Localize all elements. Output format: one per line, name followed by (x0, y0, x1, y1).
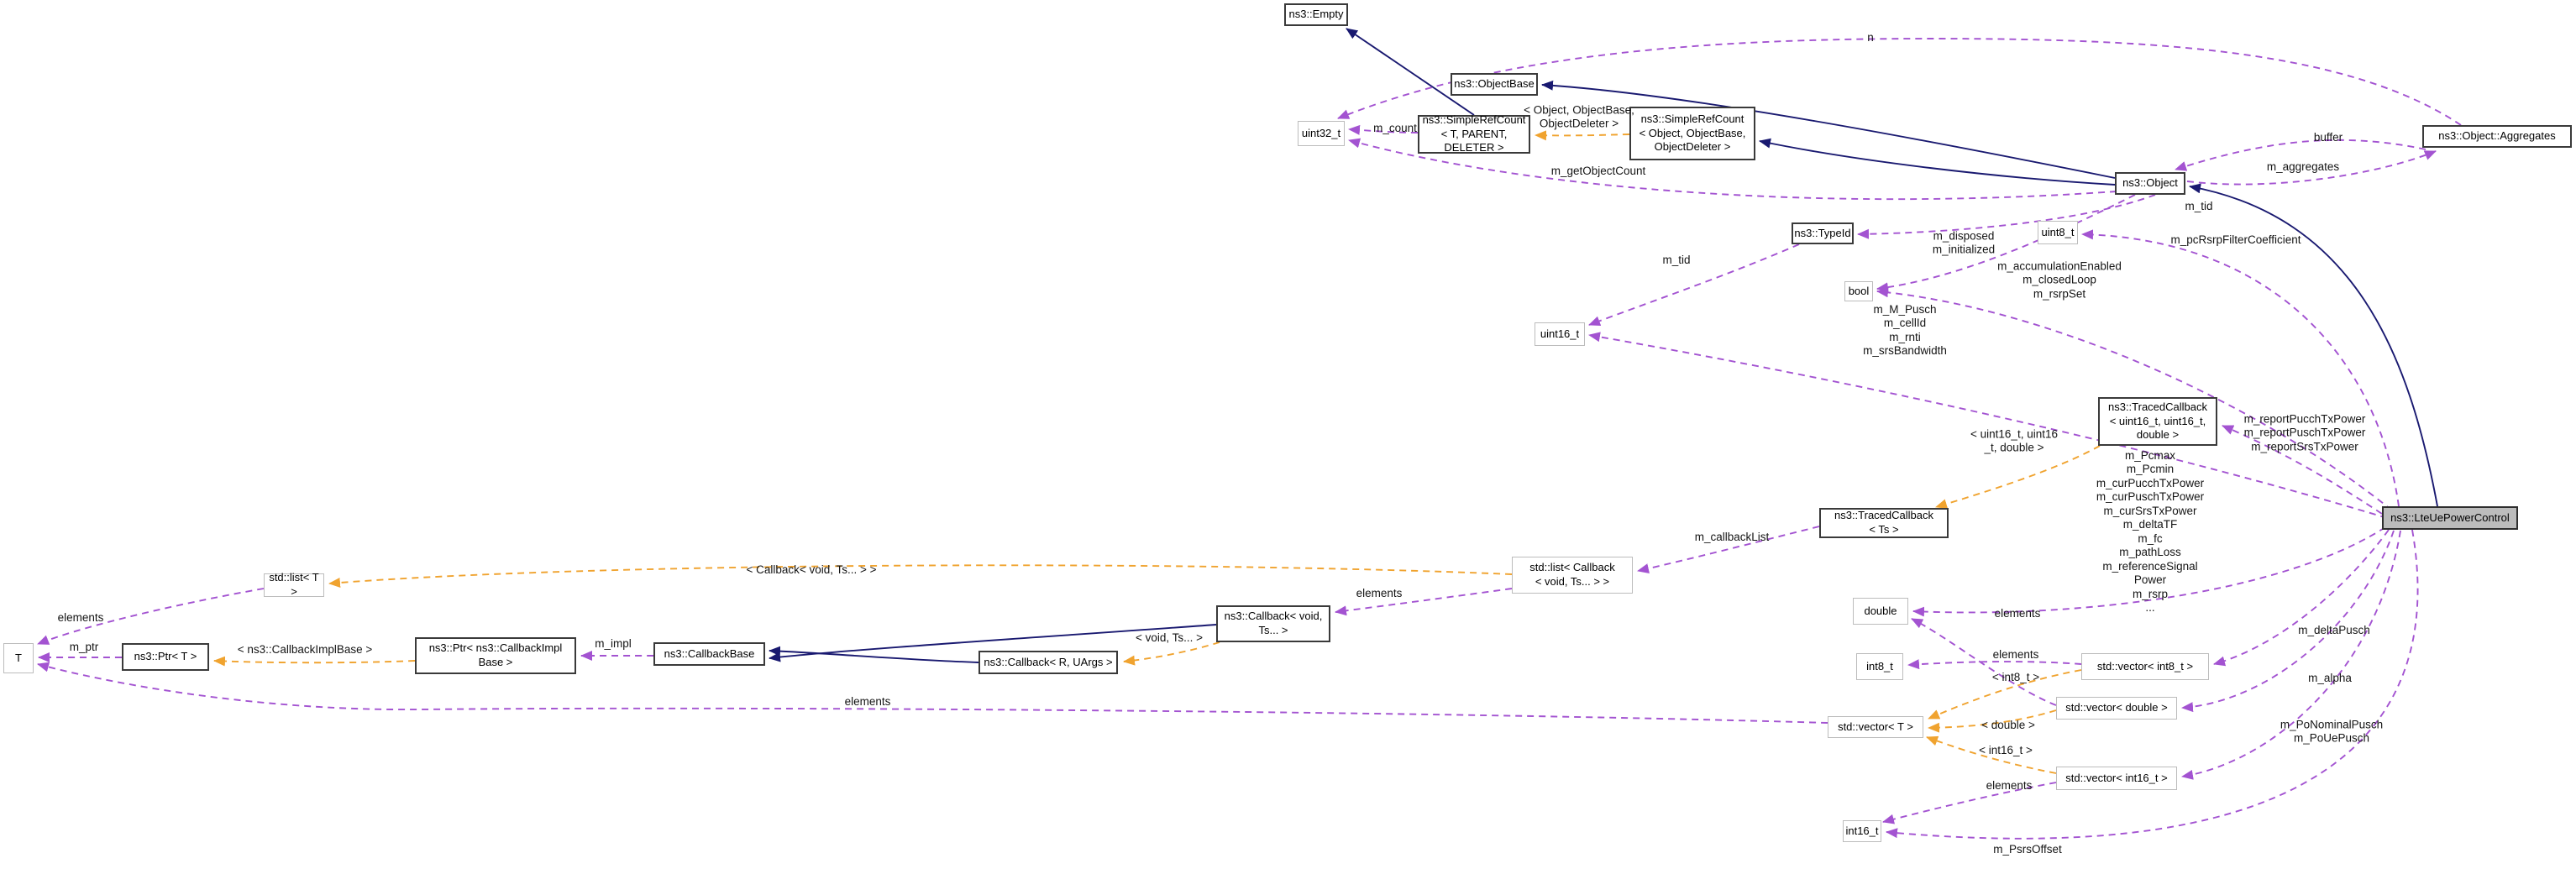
edge-inherit-callbackr-to-callbackbase (769, 646, 979, 663)
edge-template-callback (1123, 641, 1220, 666)
edge-use-m-ponominalpusch (2181, 530, 2401, 780)
node-tracedcallback-ts[interactable]: ns3::TracedCallback < Ts > (1819, 508, 1949, 538)
edge-use-m-alpha (2181, 530, 2395, 713)
edge-use-m-tid-typeid (1588, 243, 1800, 326)
edge-template-vecint16 (1926, 735, 2057, 774)
node-object[interactable]: ns3::Object (2115, 172, 2185, 195)
edge-template-tracedcallback (1935, 445, 2101, 509)
edge-template-vecdouble (1928, 709, 2057, 733)
edge-use-m-report (2222, 425, 2383, 515)
edge-use-m-psrsoffset (1886, 529, 2419, 840)
edge-template-ptr (213, 656, 416, 667)
node-callback-r-uargs[interactable]: ns3::Callback< R, UArgs > (978, 651, 1118, 674)
node-lteuepowercontrol[interactable]: ns3::LteUePowerControl (2382, 506, 2518, 530)
node-ptr-t[interactable]: ns3::Ptr< T > (122, 643, 209, 671)
node-t[interactable]: T (3, 643, 34, 673)
node-int16-t[interactable]: int16_t (1843, 820, 1881, 842)
edge-use-elements-listcallback (1335, 588, 1513, 616)
node-callbackbase[interactable]: ns3::CallbackBase (653, 642, 765, 666)
edge-use-m-deltapusch (2213, 529, 2390, 667)
node-simplerefcount-template[interactable]: ns3::SimpleRefCount < T, PARENT, DELETER… (1418, 113, 1530, 154)
edge-use-m-pcmax-cluster (1912, 526, 2386, 617)
edge-use-m-disposed (1876, 194, 2136, 293)
node-typeid[interactable]: ns3::TypeId (1792, 222, 1854, 244)
node-vector-double[interactable]: std::vector< double > (2056, 697, 2177, 720)
edge-use-elements-vecint16 (1882, 782, 2057, 824)
edge-template-list (328, 564, 1513, 588)
node-ptr-callbackimplbase[interactable]: ns3::Ptr< ns3::CallbackImpl Base > (415, 637, 576, 674)
node-list-t[interactable]: std::list< T > (264, 571, 324, 598)
node-tracedcallback-inst[interactable]: ns3::TracedCallback < uint16_t, uint16_t… (2098, 397, 2217, 446)
node-simplerefcount-object[interactable]: ns3::SimpleRefCount < Object, ObjectBase… (1629, 107, 1755, 160)
edge-use-m-callbacklist (1637, 526, 1820, 573)
edge-use-buffer (2175, 139, 2426, 171)
edge-use-m-pcrsrpfiltercoefficient (2081, 229, 2400, 507)
edge-inherit-callbackvoid-to-callbackbase (769, 624, 1217, 662)
node-double[interactable]: double (1853, 598, 1908, 625)
edge-use-n (1337, 38, 2462, 126)
edge-template-simplerefcount (1535, 130, 1630, 141)
node-list-callback[interactable]: std::list< Callback < void, Ts... > > (1512, 557, 1633, 594)
edge-use-m-aggregates (2186, 150, 2437, 186)
edge-use-elements-vect (37, 662, 1828, 724)
node-vector-int16[interactable]: std::vector< int16_t > (2056, 767, 2177, 790)
node-uint8-t[interactable]: uint8_t (2038, 221, 2078, 244)
node-uint16-t[interactable]: uint16_t (1535, 322, 1585, 346)
node-object-aggregates[interactable]: ns3::Object::Aggregates (2422, 125, 2572, 148)
edge-use-m-accumulationenabled (1876, 287, 2393, 511)
edge-inherit-simplerefcount-to-empty (1346, 28, 1475, 116)
node-vector-int8[interactable]: std::vector< int8_t > (2081, 653, 2209, 680)
edge-use-elements-listt (37, 588, 265, 645)
node-uint32-t[interactable]: uint32_t (1298, 121, 1345, 146)
edge-inherit-object-to-simplerefcount (1759, 138, 2116, 186)
edge-use-m-m-pusch (1588, 332, 2388, 519)
edge-template-vecint8 (1928, 669, 2082, 720)
node-int8-t[interactable]: int8_t (1856, 653, 1903, 680)
node-vector-t[interactable]: std::vector< T > (1828, 716, 1923, 738)
edge-use-m-tid-object (1857, 194, 2156, 239)
edge-inherit-lteue-to-object (2189, 183, 2438, 507)
node-empty[interactable]: ns3::Empty (1284, 3, 1348, 26)
node-bool[interactable]: bool (1844, 281, 1873, 301)
edge-use-elements-vecint8 (1907, 659, 2082, 670)
node-callback-void[interactable]: ns3::Callback< void, Ts... > (1216, 605, 1330, 642)
node-objectbase[interactable]: ns3::ObjectBase (1451, 73, 1538, 96)
edge-inherit-object-to-objectbase (1541, 80, 2116, 179)
edge-use-m-count (1348, 124, 1419, 135)
